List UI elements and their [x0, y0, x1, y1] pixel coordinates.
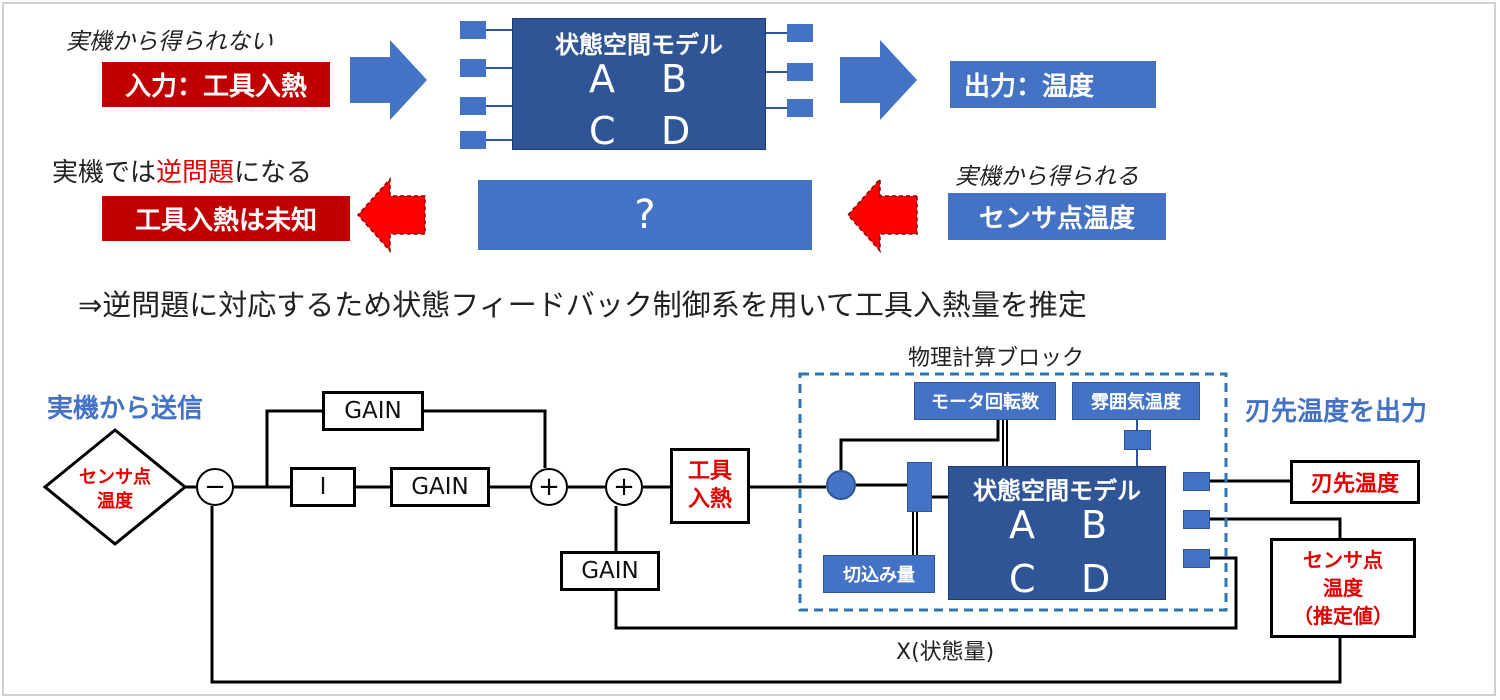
bottom-model-title: 状態空間モデル	[973, 477, 1141, 505]
gain-proportional-block: GAIN	[322, 391, 424, 431]
pin-in-2	[460, 59, 486, 77]
blade-temp-output: 刃先温度	[1290, 460, 1420, 504]
sensor-input-diamond	[42, 428, 188, 546]
unknown-heat-label: 工具入熱は未知	[102, 196, 350, 241]
integrator-block: I	[290, 467, 356, 507]
arrow-sensor-to-unknown	[846, 177, 918, 253]
state-variable-label: X(状態量)	[896, 640, 995, 665]
double-lines	[912, 420, 1008, 556]
sensor-est-line-2: 温度	[1323, 576, 1363, 600]
bottom-matrix-c: C	[1009, 557, 1036, 601]
bottom-matrix-b: B	[1081, 503, 1108, 547]
sensor-temp-label: センサ点温度	[948, 193, 1166, 240]
note-real-suffix: になる	[234, 158, 313, 188]
tool-heat-block: 工具 入熱	[670, 448, 750, 524]
top-model-title: 状態空間モデル	[555, 31, 723, 59]
arrow-unknown-to-input	[356, 177, 426, 253]
matrix-b: B	[661, 57, 688, 101]
minus-junction: −	[196, 468, 234, 506]
bottom-matrix-d: D	[1081, 557, 1111, 601]
model-out-pin-2	[1183, 510, 1210, 529]
pin-out-1	[787, 24, 813, 42]
physics-block-label: 物理計算ブロック	[908, 346, 1085, 371]
top-model-pins	[485, 29, 788, 141]
bottom-state-space-model: 状態空間モデル A B C D	[948, 466, 1166, 601]
input-heat-label: 入力：工具入熱	[102, 62, 330, 107]
physics-block-border	[798, 372, 1228, 612]
cutting-depth-input: 切込み量	[823, 555, 935, 593]
ambient-pin	[1124, 430, 1151, 450]
conclusion-text: ⇒逆問題に対応するため状態フィードバック制御系を用いて工具入熱量を推定	[78, 288, 1087, 322]
top-state-space-model: 状態空間モデル A B C D	[512, 18, 766, 153]
sensor-est-line-1: センサ点	[1303, 548, 1383, 572]
tool-heat-line-1: 工具	[687, 459, 732, 484]
gain-integral-block: GAIN	[390, 467, 490, 507]
sensor-est-line-3: （推定値）	[1293, 604, 1393, 628]
matrix-c: C	[589, 109, 616, 153]
model-out-pin-3	[1183, 549, 1210, 568]
note-real-machine: 実機では逆問題になる	[52, 152, 312, 189]
matrix-a: A	[589, 57, 615, 101]
output-temp-label: 出力：温度	[950, 61, 1156, 108]
gain-feedback-block: GAIN	[560, 551, 660, 591]
pin-out-3	[787, 99, 813, 117]
sensor-input-line-1: センサ点	[79, 467, 151, 488]
pin-in-3	[460, 97, 486, 115]
tool-heat-line-2: 入熱	[687, 487, 732, 512]
send-from-machine-heading: 実機から送信	[47, 394, 204, 424]
sensor-input-text: センサ点 温度	[60, 466, 170, 514]
plus-junction-1: +	[530, 468, 568, 506]
arrow-input-to-model	[350, 40, 427, 120]
cutting-input-bar	[907, 462, 932, 512]
pin-in-4	[460, 131, 486, 149]
motor-speed-input: モータ回転数	[914, 382, 1056, 420]
model-out-pin-1	[1183, 472, 1210, 491]
note-unavailable: 実機から得られない	[66, 29, 273, 55]
plus-junction-2: +	[605, 468, 643, 506]
note-real-prefix: 実機では	[52, 158, 157, 188]
matrix-d: D	[661, 109, 691, 153]
sensor-input-line-2: 温度	[97, 491, 133, 512]
sensor-estimate-output: センサ点 温度 （推定値）	[1270, 538, 1416, 638]
pin-out-2	[787, 63, 813, 81]
arrow-model-to-output	[840, 40, 917, 120]
note-available: 実機から得られる	[955, 164, 1139, 190]
physics-junction	[826, 470, 856, 500]
bottom-matrix-a: A	[1009, 503, 1035, 547]
note-inverse-problem: 逆問題	[156, 158, 235, 188]
pin-in-1	[460, 21, 486, 39]
ambient-temp-input: 雰囲気温度	[1072, 382, 1200, 420]
blade-output-heading: 刃先温度を出力	[1245, 397, 1428, 427]
signal-lines	[185, 409, 1342, 684]
unknown-block: ?	[478, 180, 812, 250]
